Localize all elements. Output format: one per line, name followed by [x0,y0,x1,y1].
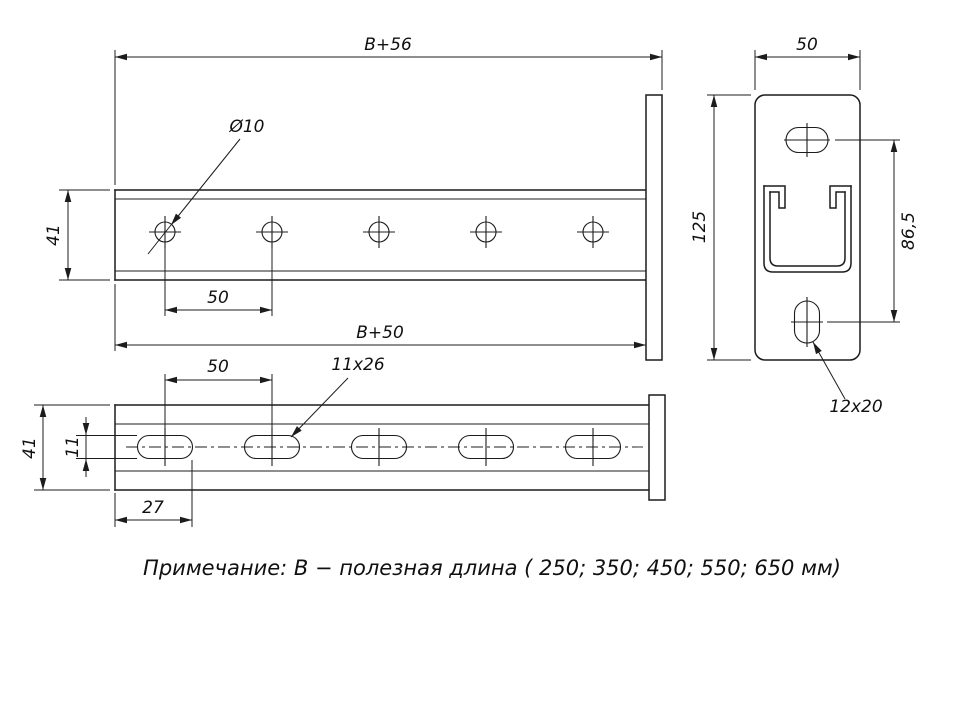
end-plate-edge [645,94,663,361]
dim-plate-height-label: 125 [690,211,710,243]
drawing-note: Примечание: В − полезная длина ( 250; 35… [143,556,841,580]
strut-channel-section [763,185,852,273]
side-view-outline [114,94,663,361]
end-plate-outline [754,94,861,361]
end-plate-edge-plan [648,394,666,501]
plan-view-slots [126,428,643,466]
dim-body-length-label: В+50 [356,323,404,343]
plan-view-dimensions [34,374,349,527]
dim-plate-width-label: 50 [796,35,818,55]
dim-hole-spacing-label: 50 [207,288,229,308]
dim-plan-slot-size-label: 11x26 [331,355,385,375]
hole-diameter-leader [170,138,241,226]
plan-view-outline [114,394,666,501]
dim-profile-height-label: 41 [44,224,64,246]
plan-view: 50 11x26 41 11 27 [20,355,666,527]
dim-slot-distance-label: 86,5 [899,212,919,250]
dim-first-slot-offset-label: 27 [142,498,164,518]
end-plate-dimensions [707,50,900,400]
dim-plan-slot-spacing-label: 50 [207,357,229,377]
dim-plan-slot-width-label: 11 [63,436,83,458]
dim-hole-diameter-label: Ø10 [228,117,264,137]
side-view: В+56 Ø10 41 50 В+50 [44,35,663,361]
plan-slot-size-leader [290,377,349,438]
side-view-dimensions [59,50,663,351]
dim-total-length-label: В+56 [364,35,412,55]
slot-size-leader [812,341,846,400]
side-view-holes [149,216,609,248]
dim-plan-profile-width-label: 41 [20,437,40,459]
end-plate-view: 50 125 86,5 12x20 [690,35,919,417]
dim-plate-slot-size-label: 12x20 [829,397,882,417]
